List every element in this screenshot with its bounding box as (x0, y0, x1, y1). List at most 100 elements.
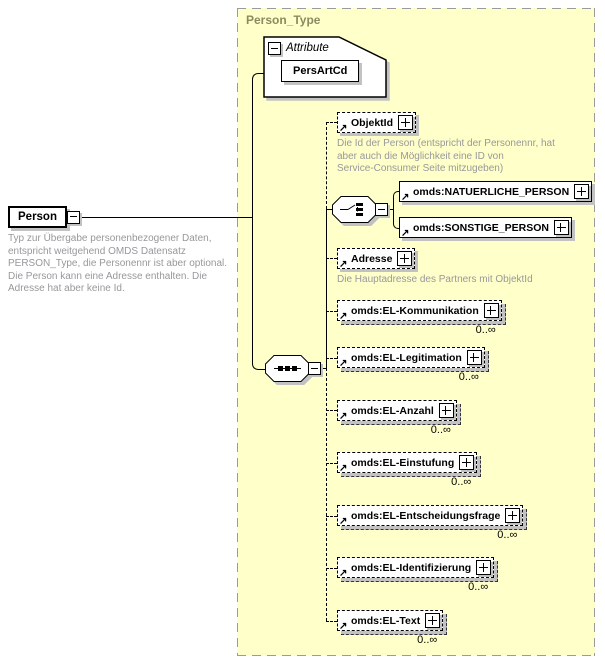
connector-trunk (252, 86, 253, 357)
node-adresse: ↗ Adresse (337, 248, 416, 270)
occurrence-label: 0..∞ (468, 581, 489, 593)
node-sonstige-person: ↗ omds:SONSTIGE_PERSON (399, 217, 572, 239)
node-el-anzahl: ↗ omds:EL-Anzahl 0..∞ (337, 400, 461, 436)
element-label: omds:NATUERLICHE_PERSON (413, 185, 570, 198)
element-omds-el-einstufung[interactable]: ↗ omds:EL-Einstufung (337, 452, 482, 477)
expand-icon[interactable] (459, 455, 475, 470)
element-label: omds:EL-Legitimation (351, 351, 462, 364)
person-annotation: Typ zur Übergabe personenbezogener Daten… (8, 233, 228, 294)
connector-seq-out (321, 368, 327, 369)
connector-corner (393, 191, 401, 211)
element-adresse[interactable]: ↗ Adresse (337, 248, 416, 270)
choice-compositor[interactable] (332, 196, 388, 223)
node-el-entscheidungsfrage: ↗ omds:EL-Entscheidungsfrage 0..∞ (337, 505, 528, 541)
element-label: omds:EL-Text (351, 614, 421, 627)
connector-branch-text (326, 621, 337, 622)
occurrence-label: 0..∞ (458, 371, 479, 383)
connector-branch-einstufung (326, 463, 337, 464)
reference-arrow-icon: ↗ (401, 228, 410, 239)
sequence-compositor[interactable] (265, 355, 321, 382)
adresse-annotation: Die Hauptadresse des Partners mit Objekt… (337, 274, 533, 285)
element-label: omds:EL-Identifizierung (351, 561, 472, 574)
reference-arrow-icon: ↗ (339, 516, 348, 527)
collapse-icon[interactable] (308, 362, 321, 375)
connector-corner (252, 356, 267, 370)
element-label: Adresse (351, 252, 393, 265)
node-el-text: ↗ omds:EL-Text 0..∞ (337, 610, 448, 646)
expand-icon[interactable] (483, 303, 499, 318)
connector-branch-anzahl (326, 410, 337, 411)
collapse-icon[interactable] (375, 203, 388, 216)
element-omds-sonstige-person[interactable]: ↗ omds:SONSTIGE_PERSON (399, 217, 572, 239)
element-omds-el-legitimation[interactable]: ↗ omds:EL-Legitimation (337, 347, 489, 372)
connector-child-trunk-optional (326, 368, 327, 621)
element-label: omds:EL-Kommunikation (351, 304, 479, 317)
attribute-section-label: Attribute (286, 42, 329, 54)
octagon-shape (332, 196, 377, 223)
connector-corner (393, 209, 401, 229)
occurrence-label: 0..∞ (475, 324, 496, 336)
element-label: omds:SONSTIGE_PERSON (413, 221, 549, 234)
collapse-icon[interactable] (67, 210, 80, 224)
expand-icon[interactable] (553, 220, 569, 235)
container-border-bottom (237, 655, 595, 656)
connector-branch-identifizierung (326, 568, 337, 569)
container-border-left (237, 8, 238, 656)
occurrence-label: 0..∞ (497, 529, 518, 541)
node-el-kommunikation: ↗ omds:EL-Kommunikation 0..∞ (337, 300, 506, 336)
attribute-section: Attribute PersArtCd (263, 36, 387, 98)
expand-icon[interactable] (505, 508, 521, 523)
node-natuerliche-person: ↗ omds:NATUERLICHE_PERSON (399, 181, 593, 203)
reference-arrow-icon: ↗ (339, 358, 348, 369)
connector-branch-objektid (326, 122, 337, 123)
reference-arrow-icon: ↗ (339, 463, 348, 474)
element-label: omds:EL-Anzahl (351, 404, 434, 417)
connector-branch-choice (326, 209, 333, 210)
element-label: Person (8, 206, 67, 228)
connector-corner (252, 73, 265, 88)
reference-arrow-icon: ↗ (339, 259, 348, 270)
container-border-top (237, 8, 595, 9)
sequence-icon (274, 366, 301, 371)
reference-arrow-icon: ↗ (401, 192, 410, 203)
reference-arrow-icon: ↗ (339, 411, 348, 422)
element-omds-el-entscheidungsfrage[interactable]: ↗ omds:EL-Entscheidungsfrage (337, 505, 528, 530)
element-omds-el-anzahl[interactable]: ↗ omds:EL-Anzahl (337, 400, 461, 425)
connector-branch-legitimation (326, 358, 337, 359)
occurrence-label: 0..∞ (430, 424, 451, 436)
expand-icon[interactable] (466, 350, 482, 365)
expand-icon[interactable] (476, 560, 492, 575)
attribute-persartcd[interactable]: PersArtCd (281, 60, 360, 82)
connector-child-trunk (326, 209, 327, 368)
connector-person-to-trunk (65, 217, 252, 218)
element-label: omds:EL-Einstufung (351, 456, 455, 469)
connector-branch-kommunikation (326, 311, 337, 312)
node-el-identifizierung: ↗ omds:EL-Identifizierung 0..∞ (337, 557, 499, 593)
occurrence-label: 0..∞ (417, 634, 438, 646)
container-title: Person_Type (246, 13, 321, 27)
element-omds-el-identifizierung[interactable]: ↗ omds:EL-Identifizierung (337, 557, 499, 582)
element-person[interactable]: Person (8, 206, 80, 228)
expand-icon[interactable] (574, 184, 590, 199)
reference-arrow-icon: ↗ (339, 311, 348, 322)
element-omds-el-kommunikation[interactable]: ↗ omds:EL-Kommunikation (337, 300, 506, 325)
occurrence-label: 0..∞ (451, 476, 472, 488)
container-border-right (594, 8, 595, 656)
reference-arrow-icon: ↗ (339, 123, 348, 134)
objektid-annotation: Die Id der Person (entspricht der Person… (337, 138, 555, 174)
element-objektid[interactable]: ↗ ObjektId (337, 112, 417, 134)
reference-arrow-icon: ↗ (339, 568, 348, 579)
element-label: omds:EL-Entscheidungsfrage (351, 509, 501, 522)
expand-icon[interactable] (397, 251, 413, 266)
collapse-icon[interactable] (268, 42, 281, 55)
node-el-einstufung: ↗ omds:EL-Einstufung 0..∞ (337, 452, 482, 488)
choice-icon (340, 203, 363, 216)
expand-icon[interactable] (425, 613, 441, 628)
node-el-legitimation: ↗ omds:EL-Legitimation 0..∞ (337, 347, 489, 383)
expand-icon[interactable] (398, 115, 414, 130)
element-omds-natuerliche-person[interactable]: ↗ omds:NATUERLICHE_PERSON (399, 181, 593, 203)
element-label: ObjektId (351, 116, 394, 129)
expand-icon[interactable] (438, 403, 454, 418)
element-omds-el-text[interactable]: ↗ omds:EL-Text (337, 610, 448, 635)
